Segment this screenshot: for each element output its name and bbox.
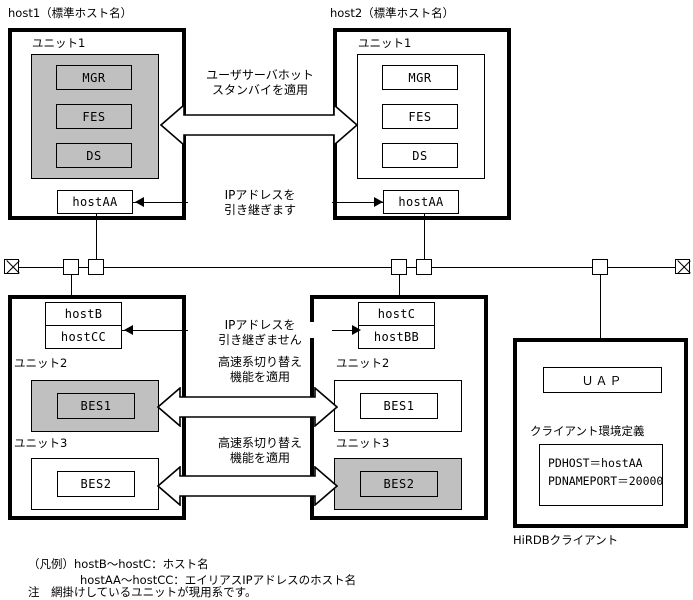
host1-title: host1（標準ホスト名）: [8, 6, 133, 20]
hostb-hostname: hostB: [46, 303, 121, 326]
ip-no-takeover-arrowhead-left: [124, 325, 133, 335]
legend-line-2: hostAA〜hostCC：エイリアスIPアドレスのホスト名: [80, 573, 357, 587]
hostb-unit2-label: ユニット2: [14, 356, 68, 370]
bus-drop-hostb: [71, 274, 72, 302]
hirdb-client-caption: HiRDBクライアント: [513, 533, 619, 547]
ip-no-takeover-arrowhead-right: [352, 325, 361, 335]
hostb-names: hostB hostCC: [45, 302, 122, 349]
hostc-unit2-box: [334, 380, 462, 432]
host2-unit1-label: ユニット1: [358, 36, 412, 50]
bus-connector-client: [592, 259, 608, 275]
hostc-names: hostC hostBB: [358, 302, 435, 349]
hostc-server-bes1: BES1: [360, 393, 438, 419]
host1-alias-hostaa: hostAA: [57, 190, 133, 214]
bus-drop-hostc: [399, 274, 400, 302]
fast-switch-1-arrow: [157, 387, 338, 427]
bus-drop-host2: [424, 214, 425, 260]
host1-server-mgr: MGR: [56, 65, 132, 90]
legend-line-1: （凡例）hostB〜hostC：ホスト名: [28, 557, 209, 571]
bus-connector-host1: [63, 259, 79, 275]
hostb-unit3-label: ユニット3: [14, 436, 68, 450]
client-env-line-1: PDHOST＝hostAA: [548, 456, 643, 470]
bus-terminator-right: [675, 259, 690, 274]
host2-unit1-box: [357, 54, 485, 179]
host2-server-ds: DS: [382, 143, 458, 168]
hot-standby-arrow: [160, 104, 358, 146]
hostb-unit2-box: [31, 380, 159, 432]
ip-takeover-arrowhead-left: [135, 197, 144, 207]
bus-drop-client: [600, 274, 601, 338]
ip-no-takeover-caption: IPアドレスを 引き継ぎません: [218, 318, 302, 347]
bus-connector-hostc: [416, 259, 432, 275]
fast-switch-1-caption: 高速系切り替え 機能を適用: [217, 355, 302, 384]
host1-unit1-label: ユニット1: [32, 36, 86, 50]
hostc-server-bes2: BES2: [360, 471, 438, 497]
hostc-unit2-label: ユニット2: [336, 356, 390, 370]
host1-unit1-box: [31, 54, 159, 179]
host1-server-fes: FES: [56, 104, 132, 129]
ip-takeover-caption: IPアドレスを 引き継ぎます: [223, 188, 296, 217]
hot-standby-caption: ユーザサーバホット スタンバイを適用: [206, 68, 314, 97]
ip-takeover-arrowhead-right: [374, 197, 383, 207]
bus-connector-hostb: [88, 259, 104, 275]
hostb-alias: hostCC: [60, 329, 107, 344]
hostc-hostname: hostC: [359, 303, 434, 326]
host2-server-mgr: MGR: [382, 65, 458, 90]
ip-takeover-caption-mask: [188, 194, 332, 210]
client-env-title: クライアント環境定義: [530, 424, 645, 438]
hostc-unit3-label: ユニット3: [336, 436, 390, 450]
hostb-unit3-box: [31, 458, 159, 510]
bus-connector-host2: [391, 259, 407, 275]
client-env-box: [539, 444, 663, 506]
hostb-server-bes2: BES2: [57, 471, 135, 497]
hostb-server-bes1: BES1: [57, 393, 135, 419]
network-bus-line: [12, 267, 682, 268]
host2-title: host2（標準ホスト名）: [330, 6, 455, 20]
fast-switch-2-arrow: [157, 466, 338, 506]
client-env-line-2: PDNAMEPORT＝20000: [548, 474, 664, 488]
client-uap-box: ＵＡＰ: [543, 367, 662, 393]
bus-drop-host1: [96, 214, 97, 260]
host2-alias-hostaa: hostAA: [383, 190, 459, 214]
bus-terminator-left: [4, 259, 19, 274]
ip-no-takeover-caption-mask: [188, 322, 332, 338]
host2-server-fes: FES: [382, 104, 458, 129]
legend-line-3: 注 網掛けしているユニットが現用系です。: [28, 585, 257, 599]
fast-switch-2-caption: 高速系切り替え 機能を適用: [217, 436, 302, 465]
host1-server-ds: DS: [56, 143, 132, 168]
hostc-alias: hostBB: [373, 329, 420, 344]
